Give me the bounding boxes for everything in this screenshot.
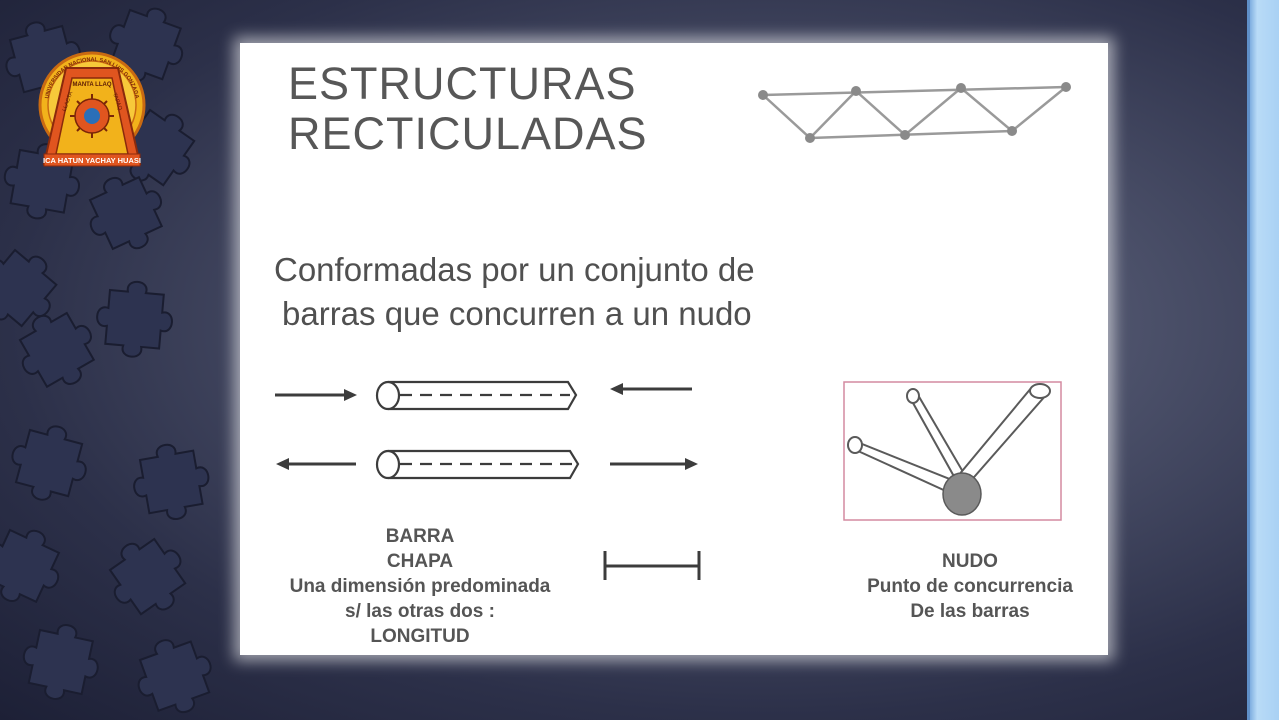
subtitle-line-2: barras que concurren a un nudo bbox=[282, 295, 752, 332]
nudo-description: NUDO Punto de concurrencia De las barras bbox=[830, 549, 1110, 624]
university-logo: ICA HATUN YACHAY HUASI MANTA LLAQ LLACTA… bbox=[38, 51, 146, 167]
tension-bar-diagram bbox=[276, 449, 698, 480]
slide-subtitle: Conformadas por un conjunto de barras qu… bbox=[274, 248, 755, 336]
barra-description: BARRA CHAPA Una dimensión predominada s/… bbox=[250, 524, 590, 649]
chapa-label: CHAPA bbox=[386, 551, 454, 572]
barra-label: BARRA bbox=[385, 526, 455, 547]
slide-content: ESTRUCTURAS RECTICULADAS bbox=[240, 43, 1108, 655]
side-accent-bar bbox=[1247, 0, 1279, 720]
nudo-definition-line-1: Punto de concurrencia bbox=[867, 576, 1073, 597]
logo-bottom-text: ICA HATUN YACHAY HUASI bbox=[43, 156, 141, 165]
barra-definition-line-1: Una dimensión predominada bbox=[289, 576, 551, 597]
truss-diagram bbox=[762, 85, 1067, 140]
slide-title: ESTRUCTURAS RECTICULADAS bbox=[288, 59, 648, 159]
barra-definition-line-2: s/ las otras dos : bbox=[345, 601, 495, 622]
node-diagram bbox=[843, 381, 1062, 521]
title-line-2: RECTICULADAS bbox=[288, 108, 648, 159]
title-line-1: ESTRUCTURAS bbox=[288, 58, 637, 109]
subtitle-line-1: Conformadas por un conjunto de bbox=[274, 251, 755, 288]
barra-definition-line-3: LONGITUD bbox=[370, 626, 470, 647]
diagram-drawings bbox=[275, 82, 1071, 580]
logo-inner-top: MANTA LLAQ bbox=[73, 82, 112, 88]
nudo-definition-line-2: De las barras bbox=[910, 601, 1030, 622]
node-joint bbox=[942, 472, 982, 516]
length-dimension-marker bbox=[603, 551, 701, 580]
truss-nodes bbox=[758, 82, 1071, 143]
logo-inner-right: TAPAQ bbox=[111, 92, 123, 111]
compression-bar-diagram bbox=[275, 380, 692, 411]
nudo-label: NUDO bbox=[942, 551, 998, 572]
